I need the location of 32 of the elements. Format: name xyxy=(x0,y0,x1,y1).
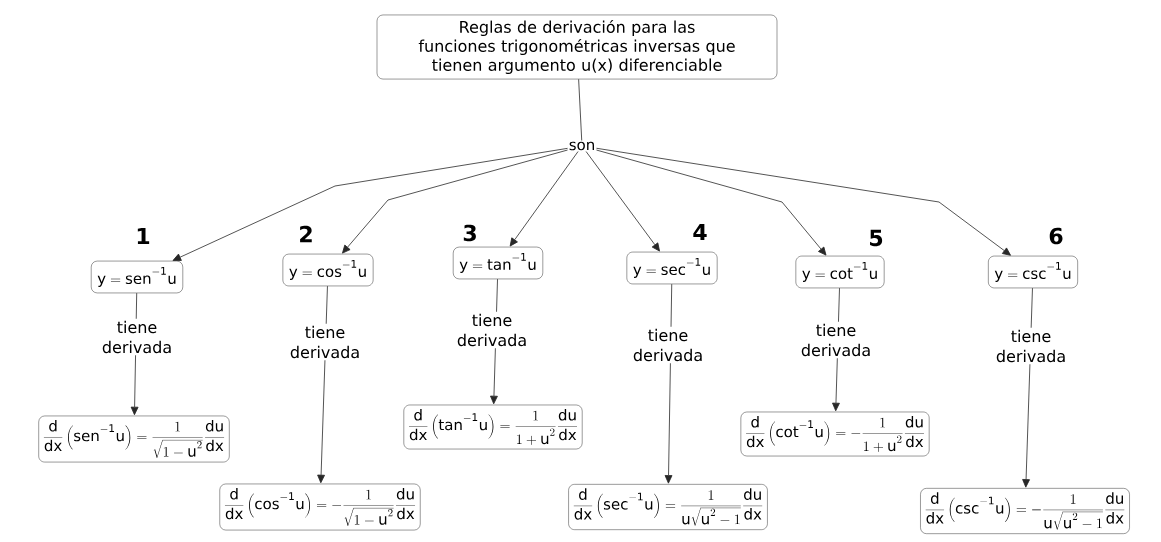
callout-number: 1 xyxy=(137,228,150,245)
derivative-formula-box: $\frac{\mathrm{d}}{\mathrm{dx}}\left(\mathrm{csc^{-1}u}\right)=-\frac{1}{\mathrm{u}\sqrt{\mathrm{u}^{2}-1}}\frac{\mathrm{du}}{\mathrm{dx}}$ xyxy=(920,488,1130,534)
callout-number: 5 xyxy=(870,229,883,247)
derivative-formula-box: $\frac{\mathrm{d}}{\mathrm{dx}}\left(\mathrm{sec^{-1}u}\right)=\frac{1}{\mathrm{u}\sqrt{\mathrm{u}^{2}-1}}\frac{\mathrm{du}}{\mathrm{dx}}$ xyxy=(568,484,768,530)
edge-label: tiene derivada xyxy=(280,323,370,361)
arrow xyxy=(596,149,827,256)
function-box: $\mathrm{y=tan^{-1}u}$ xyxy=(453,246,544,280)
callout-number: 4 xyxy=(693,224,707,240)
callout-number: 6 xyxy=(1049,227,1063,245)
derivative-formula-box: $\frac{\mathrm{d}}{\mathrm{dx}}\left(\mathrm{tan^{-1}u}\right)=\frac{1}{1+\mathrm{u}^{2}}\frac{\mathrm{du}}{\mathrm{dx}}$ xyxy=(403,404,583,450)
arrow xyxy=(585,151,660,252)
callout-number: 3 xyxy=(463,224,476,242)
function-box: $\mathrm{y=csc^{-1}u}$ xyxy=(988,255,1078,289)
function-box: $\mathrm{y=sen^{-1}u}$ xyxy=(91,260,183,294)
arrow xyxy=(172,147,568,261)
derivative-formula-box: $\frac{\mathrm{d}}{\mathrm{dx}}\left(\mathrm{cos^{-1}u}\right)=-\frac{1}{\sqrt{1-\mathrm{u}^{2}}}\frac{\mathrm{du}}{\mathrm{dx}}$ xyxy=(219,483,421,531)
edge-label: tiene derivada xyxy=(986,327,1076,365)
function-box: $\mathrm{y=cot^{-1}u}$ xyxy=(795,255,885,289)
arrow xyxy=(509,151,579,247)
function-box: $\mathrm{y=cos^{-1}u}$ xyxy=(282,253,374,287)
linking-phrase: son xyxy=(567,140,597,152)
derivative-formula-box: $\frac{\mathrm{d}}{\mathrm{dx}}\left(\mathrm{cot^{-1}u}\right)=-\frac{1}{1+\mathrm{u}^{2}}\frac{\mathrm{du}}{\mathrm{dx}}$ xyxy=(740,411,930,457)
arrow xyxy=(342,149,568,254)
arrow xyxy=(596,147,1011,256)
edge-label: tiene derivada xyxy=(791,321,881,359)
edge-label: tiene derivada xyxy=(447,311,537,349)
edge-label: tiene derivada xyxy=(623,326,713,364)
edge-label: tiene derivada xyxy=(92,318,182,356)
title-box: Reglas de derivación para las funciones trigonométricas inversas que tienen argumento u(x) diferenciable xyxy=(376,14,778,80)
callout-number: 2 xyxy=(300,225,312,243)
function-box: $\mathrm{y=sec^{-1}u}$ xyxy=(626,251,718,285)
derivative-formula-box: $\frac{\mathrm{d}}{\mathrm{dx}}\left(\mathrm{sen^{-1}u}\right)=\frac{1}{\sqrt{1-\mathrm{u}^{2}}}\frac{\mathrm{du}}{\mathrm{dx}}$ xyxy=(38,415,230,463)
